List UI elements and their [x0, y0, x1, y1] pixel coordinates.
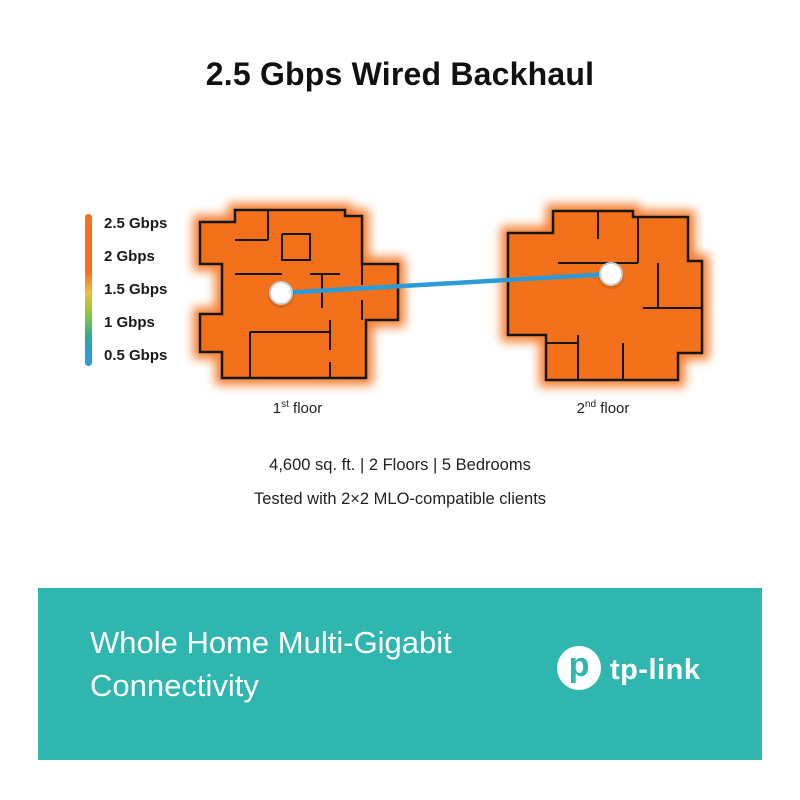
outer-walls — [506, 209, 704, 382]
legend-label: 0.5 Gbps — [104, 346, 168, 364]
floor-ordinal: 1 — [272, 400, 282, 417]
legend-gradient-bar — [85, 214, 92, 366]
banner-heading-line2: Connectivity — [90, 667, 259, 703]
tp-link-logo-circle — [557, 646, 601, 690]
floor-label-first: 1st floor — [190, 399, 405, 417]
floor-label-second: 2nd floor — [498, 399, 708, 417]
legend-label: 1.5 Gbps — [104, 280, 168, 298]
coverage-legend: 2.5 Gbps 2 Gbps 1.5 Gbps 1 Gbps 0.5 Gbps — [85, 214, 167, 366]
floor-ordinal-suffix: st — [281, 399, 289, 410]
banner-heading-line1: Whole Home Multi-Gigabit — [90, 625, 452, 660]
legend-label: 1 Gbps — [104, 313, 155, 331]
home-specs-text: 4,600 sq. ft. | 2 Floors | 5 Bedrooms — [269, 456, 531, 474]
legend-label: 2.5 Gbps — [104, 215, 168, 232]
banner-heading: Whole Home Multi-Gigabit Connectivity — [90, 622, 452, 708]
interior-walls — [546, 211, 702, 380]
floor-word: floor — [288, 400, 323, 417]
floorplan-second-floor — [501, 204, 709, 387]
page-title: 2.5 Gbps Wired Backhaul — [205, 56, 595, 92]
tp-link-wordmark: tp-link — [610, 654, 701, 686]
legend-labels: 2.5 Gbps 2 Gbps 1.5 Gbps 1 Gbps 0.5 Gbps — [104, 214, 167, 366]
floor-ordinal: 2 — [576, 400, 585, 417]
tp-link-logo: p tp-link — [557, 646, 701, 690]
tp-link-logo-monogram: p — [569, 646, 590, 684]
marketing-banner: Whole Home Multi-Gigabit Connectivity p … — [38, 588, 762, 760]
client-specs-text: Tested with 2×2 MLO-compatible clients — [253, 490, 547, 508]
test-specs: 4,600 sq. ft. | 2 Floors | 5 Bedrooms Te… — [0, 456, 800, 524]
legend-label: 2 Gbps — [104, 247, 155, 265]
outer-walls — [198, 208, 400, 380]
floor-word: floor — [596, 400, 630, 417]
floor-ordinal-suffix: nd — [584, 399, 597, 410]
floorplan-first-floor — [193, 203, 405, 385]
coverage-fill — [508, 211, 702, 380]
